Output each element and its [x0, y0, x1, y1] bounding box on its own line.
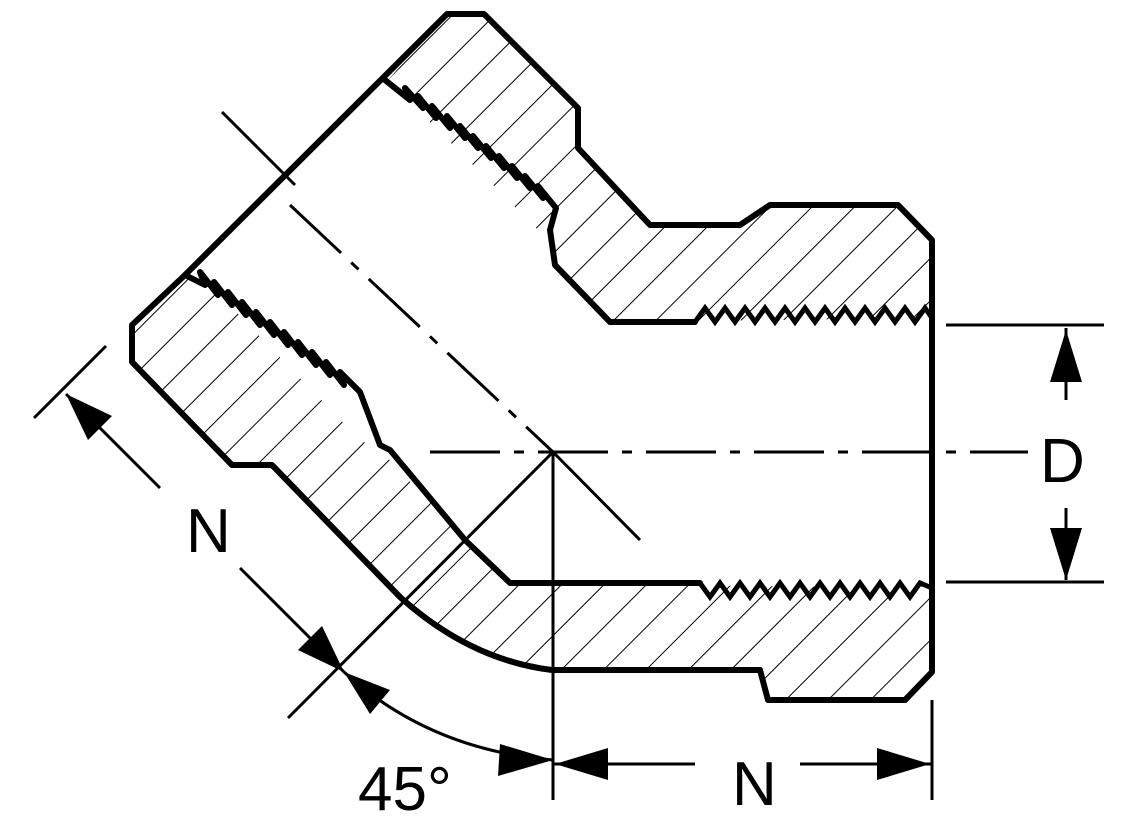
lower-wall-section — [132, 275, 933, 700]
upper-thread — [692, 303, 935, 327]
arrowhead-n-horizontal-start — [555, 748, 608, 780]
upper-wall-section — [388, 14, 933, 322]
arrowhead-d-bottom — [1050, 528, 1082, 580]
arrowhead-angle-end — [498, 744, 553, 776]
upper-bore-edge — [382, 77, 698, 325]
diagonal-centerline — [288, 203, 555, 454]
arrowhead-n-diagonal-start — [66, 394, 112, 440]
arrowhead-n-diagonal-end — [298, 626, 344, 672]
label-angle: 45° — [358, 755, 452, 824]
label-n-diagonal: N — [186, 497, 231, 566]
arrowhead-angle-start — [344, 672, 390, 714]
extension-line-diagonal-45 — [286, 450, 555, 720]
label-n-horizontal: N — [732, 750, 777, 819]
label-d: D — [1040, 427, 1085, 496]
lower-bore-edge — [182, 269, 703, 586]
arrowhead-n-horizontal-end — [877, 748, 930, 780]
lower-thread — [697, 578, 933, 602]
extension-line-left-diag — [32, 344, 108, 420]
extension-line-upper-left — [220, 110, 297, 187]
extension-line-diagonal-lower — [551, 450, 642, 542]
arrowhead-d-top — [1050, 330, 1082, 382]
